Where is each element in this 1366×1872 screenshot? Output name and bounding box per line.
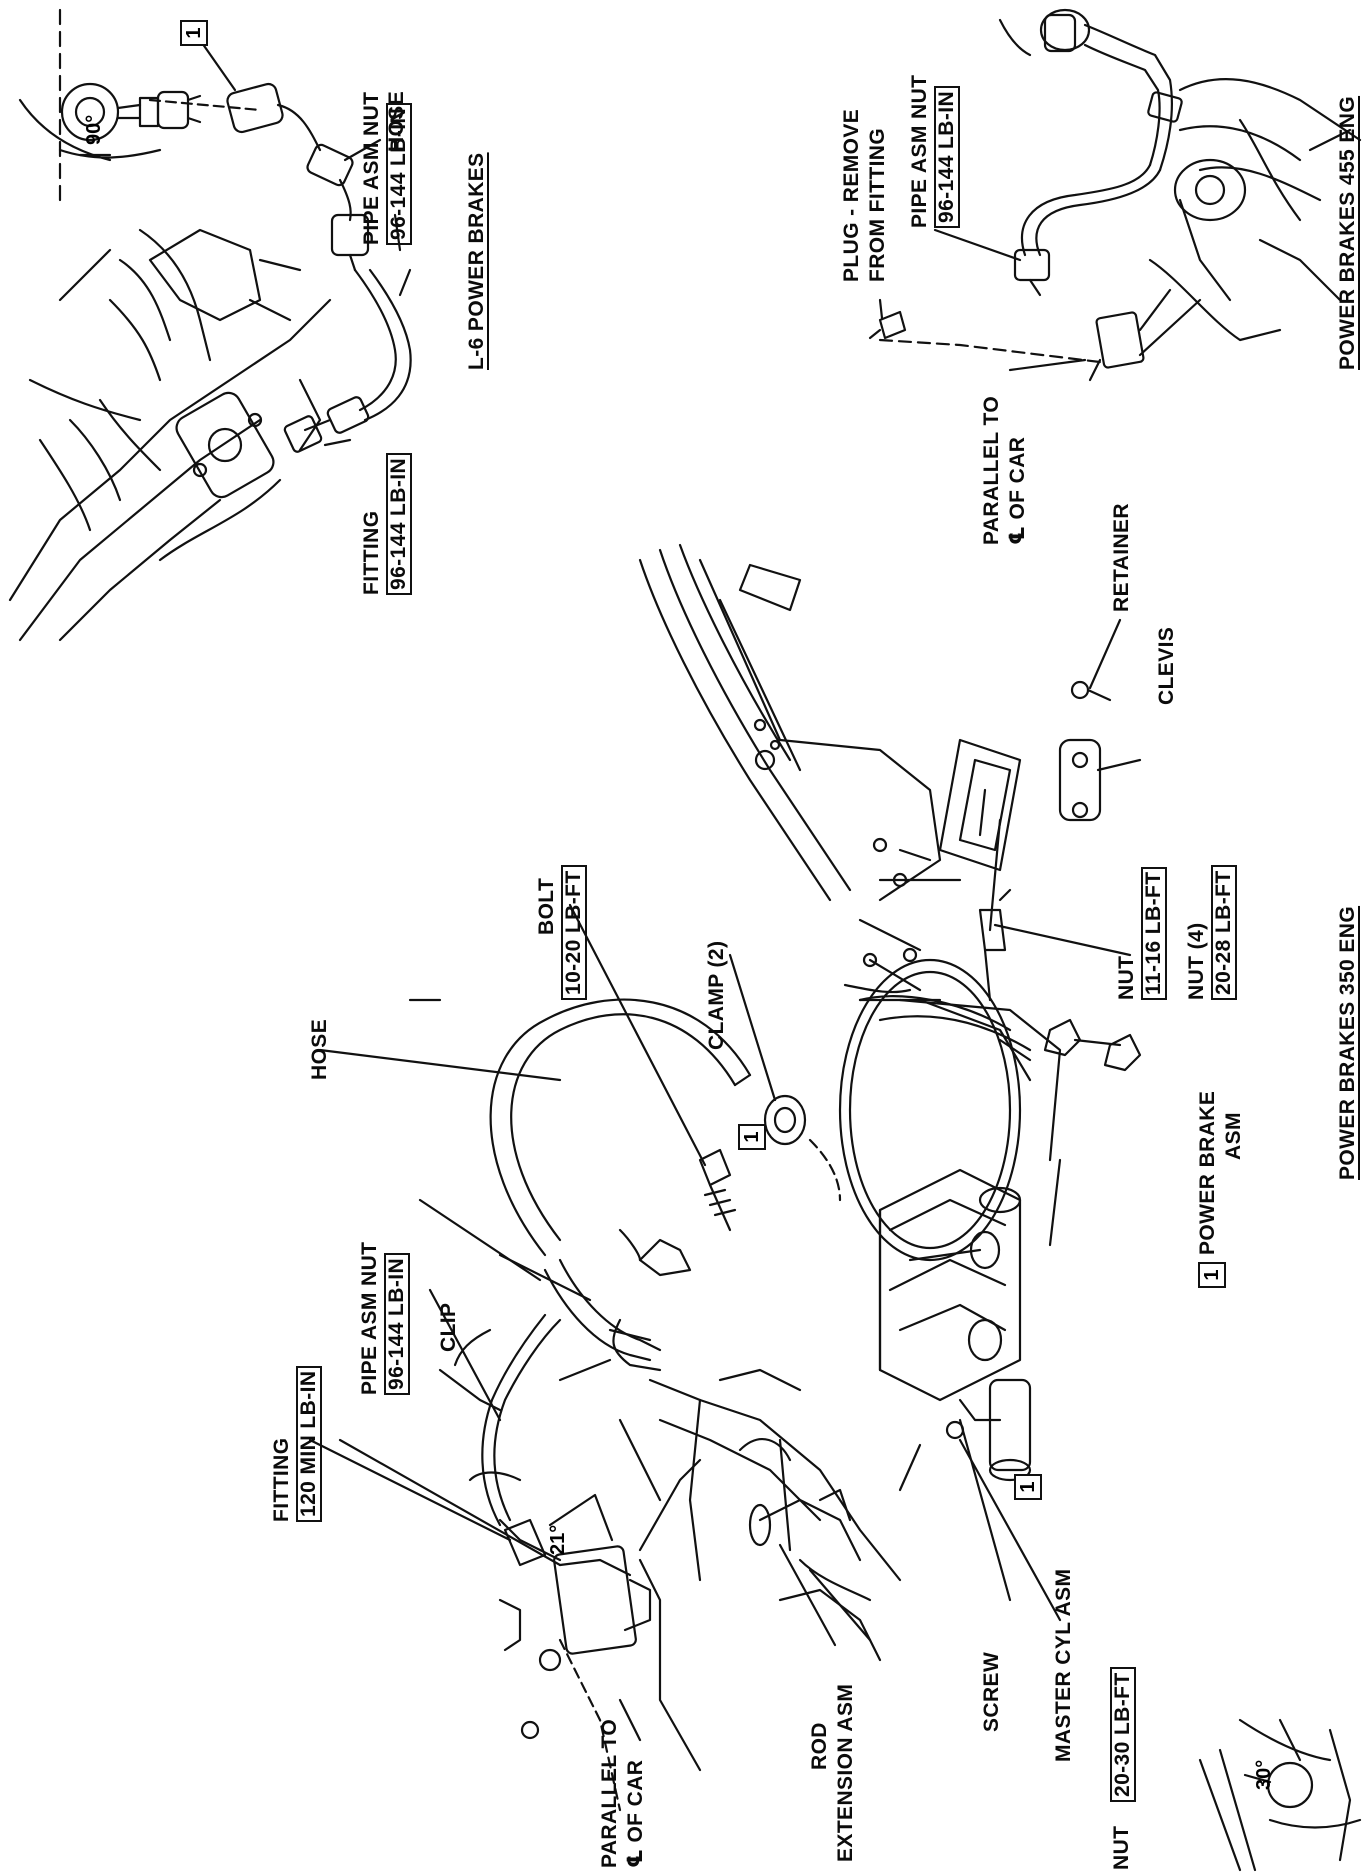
bolt-art: [698, 1148, 737, 1232]
plug-label-line1: PLUG - REMOVE: [840, 108, 863, 282]
callout-1-master-cyl: 1: [1014, 1474, 1042, 1500]
callout-1-l6: 1: [180, 20, 208, 46]
nut-torque: 11-16 LB-FT: [1141, 866, 1167, 1000]
master-cyl-art: [878, 1168, 1032, 1482]
angle-21-label: 21°: [547, 1524, 569, 1555]
l6-fitting-torque: 96-144 LB-IN: [386, 452, 412, 595]
l6-fitting-label: FITTING: [360, 510, 383, 595]
power-brake-label-line1: POWER BRAKE: [1196, 1090, 1219, 1255]
clevis-label: CLEVIS: [1155, 626, 1178, 705]
clip-label: CLIP: [437, 1302, 460, 1352]
nut4-label: NUT (4): [1185, 922, 1208, 1000]
l6-pipe-nut-label: PIPE ASM NUT: [360, 91, 383, 245]
e455-parallel-line2: ℄ OF CAR: [1006, 436, 1029, 545]
column-bracket-art: [638, 543, 1022, 1002]
e350-title: POWER BRAKES 350 ENG: [1336, 905, 1359, 1180]
nut-bottom-label: NUT: [1110, 1825, 1133, 1870]
main-pipe-nut-torque: 96-144 LB-IN: [384, 1252, 410, 1395]
extension-asm-label: EXTENSION ASM: [834, 1683, 857, 1862]
e455-pipe-nut-torque: 96-144 LB-IN: [934, 85, 960, 228]
l6-pipe-nut-torque: 96-144 LB-IN: [386, 102, 412, 245]
clevis-art: [1058, 618, 1142, 822]
nut-label: NUT: [1115, 955, 1138, 1000]
inset-30-art: [1198, 1718, 1362, 1872]
angle-30-label: 30°: [1253, 1759, 1275, 1790]
l6-engine-art: [8, 228, 332, 642]
e455-art: [868, 8, 1362, 382]
screw-label: SCREW: [980, 1651, 1003, 1732]
l6-title: L-6 POWER BRAKES: [465, 152, 488, 370]
l6-hose-pipe: [148, 82, 412, 453]
e455-parallel-line1: PARALLEL TO: [980, 395, 1003, 545]
main-pipe-nut-label: PIPE ASM NUT: [358, 1241, 381, 1395]
nut4-torque: 20-28 LB-FT: [1211, 865, 1237, 1000]
plug-label-line2: FROM FITTING: [866, 127, 889, 282]
main-parallel-line2: ℄ OF CAR: [624, 1759, 647, 1868]
e455-title: POWER BRAKES 455 ENG: [1336, 95, 1359, 370]
l6-tie-rod: [18, 8, 202, 202]
retainer-label: RETAINER: [1110, 503, 1133, 612]
l6-leaders: [78, 38, 412, 447]
dash-art: [618, 1368, 902, 1772]
master-cyl-label: MASTER CYL ASM: [1052, 1568, 1075, 1762]
clamp-label: CLAMP (2): [705, 940, 728, 1050]
callout-1-power-brake: 1: [1198, 1262, 1226, 1288]
main-leaders: [308, 903, 1272, 1784]
callout-1-clamp: 1: [738, 1124, 766, 1150]
bolt-torque: 10-20 LB-FT: [561, 865, 587, 1000]
e455-leaders: [878, 228, 1087, 372]
rod-label: ROD: [808, 1722, 831, 1770]
e455-pipe-nut-label: PIPE ASM NUT: [908, 74, 931, 228]
main-fitting-label: FITTING: [270, 1437, 293, 1522]
power-brake-label-line2: ASM: [1222, 1112, 1245, 1160]
main-fitting-torque: 120 MIN LB-IN: [296, 1365, 322, 1522]
main-hose-label: HOSE: [308, 1018, 331, 1080]
pipe-art: [438, 1258, 702, 1812]
booster-art: [838, 958, 1062, 1262]
nut-bottom-torque: 20-30 LB-FT: [1110, 1667, 1136, 1802]
pushrod-art: [978, 818, 1142, 1072]
angle-90-label: 90°: [83, 114, 105, 145]
hose-art: [489, 998, 842, 1277]
main-parallel-line1: PARALLEL TO: [598, 1718, 621, 1868]
bolt-label: BOLT: [535, 877, 558, 935]
